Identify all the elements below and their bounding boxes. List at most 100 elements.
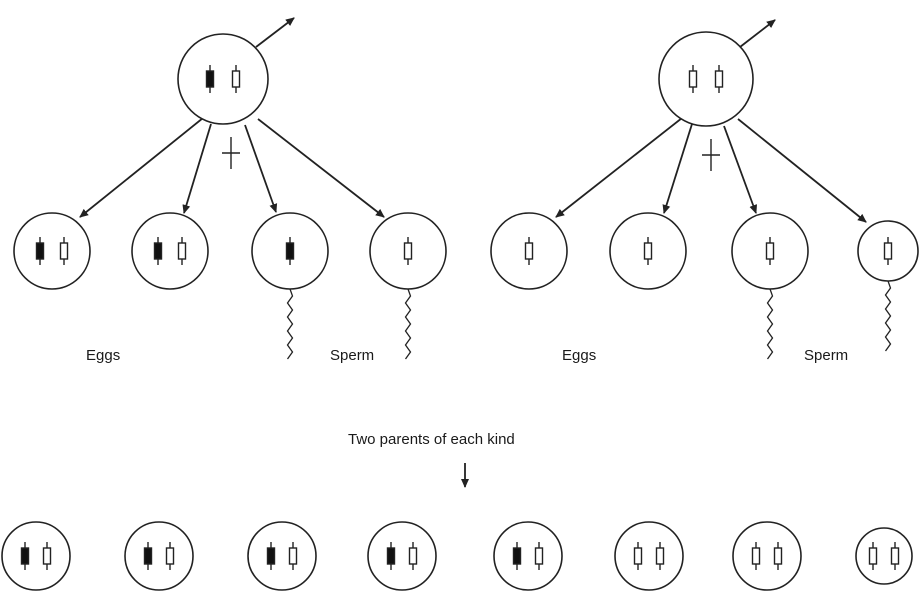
eggs-label-left: Eggs (86, 347, 121, 364)
chromosome-body (42, 547, 52, 565)
arrows-layer (79, 17, 892, 488)
chromosome-light (524, 237, 534, 265)
arrow-to-gamete-left-2 (182, 123, 212, 214)
chromosome-dark (512, 542, 522, 570)
cells-layer (1, 31, 919, 591)
chromosome-light (868, 542, 878, 570)
chromosome-body (890, 547, 900, 565)
chromosome-body (205, 70, 215, 88)
cell-membrane (131, 212, 209, 290)
chromosome-body (153, 242, 163, 260)
chromosome-body (231, 70, 241, 88)
chromosome-body (59, 242, 69, 260)
chromosome-light (688, 65, 698, 93)
chromosome-body (143, 547, 153, 565)
cell-membrane (177, 33, 269, 125)
chromosome-light (643, 237, 653, 265)
gamete-left-4 (369, 212, 447, 290)
chromosome-light (165, 542, 175, 570)
chromosome-body (524, 242, 534, 260)
chromosome-body (534, 547, 544, 565)
cell-membrane (1, 521, 71, 591)
chromosome-body (408, 547, 418, 565)
cell-membrane (124, 521, 194, 591)
hermaphrodite-cross-mark (702, 139, 720, 171)
chromosome-body (403, 242, 413, 260)
parent-left (177, 33, 269, 125)
offspring-7 (732, 521, 802, 591)
arrow-to-gamete-right-1 (555, 117, 683, 218)
sperm-tail (884, 280, 892, 352)
arrow-to-gamete-right-4 (737, 118, 867, 223)
chromosome-light (714, 65, 724, 93)
chromosome-body (266, 547, 276, 565)
chromosome-body (35, 242, 45, 260)
chromosome-body (177, 242, 187, 260)
offspring-8 (855, 527, 913, 585)
chromosome-body (773, 547, 783, 565)
chromosome-light (403, 237, 413, 265)
chromosome-light (231, 65, 241, 93)
sperm-label-left: Sperm (330, 347, 375, 364)
chromosome-body (288, 547, 298, 565)
cell-membrane (493, 521, 563, 591)
chromosome-light (288, 542, 298, 570)
offspring-3 (247, 521, 317, 591)
chromosome-light (42, 542, 52, 570)
cell-membrane (13, 212, 91, 290)
offspring-4 (367, 521, 437, 591)
chromosome-dark (386, 542, 396, 570)
chromosome-dark (20, 542, 30, 570)
sperm-tail (404, 288, 412, 360)
cell-membrane (247, 521, 317, 591)
chromosome-dark (285, 237, 295, 265)
chromosome-body (868, 547, 878, 565)
offspring-2 (124, 521, 194, 591)
gamete-right-3 (731, 212, 809, 290)
chromosome-body (688, 70, 698, 88)
chromosome-body (643, 242, 653, 260)
chromosome-dark (153, 237, 163, 265)
chromosome-light (177, 237, 187, 265)
chromosome-light (59, 237, 69, 265)
chromosome-dark (35, 237, 45, 265)
cell-membrane (614, 521, 684, 591)
chromosome-body (655, 547, 665, 565)
offspring-6 (614, 521, 684, 591)
chromosome-light (890, 542, 900, 570)
chromosome-body (165, 547, 175, 565)
arrow-to-gamete-right-3 (723, 125, 757, 214)
caption-two-parents: Two parents of each kind (348, 431, 515, 448)
chromosome-light (765, 237, 775, 265)
hermaphrodite-cross-mark (222, 137, 240, 169)
chromosome-body (765, 242, 775, 260)
sperm-tail (766, 288, 774, 360)
gamete-right-2 (609, 212, 687, 290)
gamete-left-1 (13, 212, 91, 290)
chromosome-light (883, 237, 893, 265)
chromosome-dark (143, 542, 153, 570)
chromosome-body (285, 242, 295, 260)
gamete-right-1 (490, 212, 568, 290)
arrow-to-gamete-left-3 (244, 124, 278, 213)
arrow-to-gamete-left-4 (257, 118, 385, 218)
gamete-right-4 (857, 220, 919, 282)
chromosome-light (408, 542, 418, 570)
chromosome-body (751, 547, 761, 565)
offspring-5 (493, 521, 563, 591)
parent-right (658, 31, 754, 127)
chromosome-light (655, 542, 665, 570)
arrow-to-gamete-left-1 (79, 117, 204, 218)
cell-membrane (658, 31, 754, 127)
chromosome-light (751, 542, 761, 570)
chromosome-light (633, 542, 643, 570)
chromosome-body (386, 547, 396, 565)
chromosome-body (20, 547, 30, 565)
arrow-to-gamete-right-2 (662, 123, 693, 214)
chromosome-light (773, 542, 783, 570)
gamete-left-3 (251, 212, 329, 290)
eggs-label-right: Eggs (562, 347, 597, 364)
parent-left-out-arrow (255, 17, 295, 48)
gamete-left-2 (131, 212, 209, 290)
